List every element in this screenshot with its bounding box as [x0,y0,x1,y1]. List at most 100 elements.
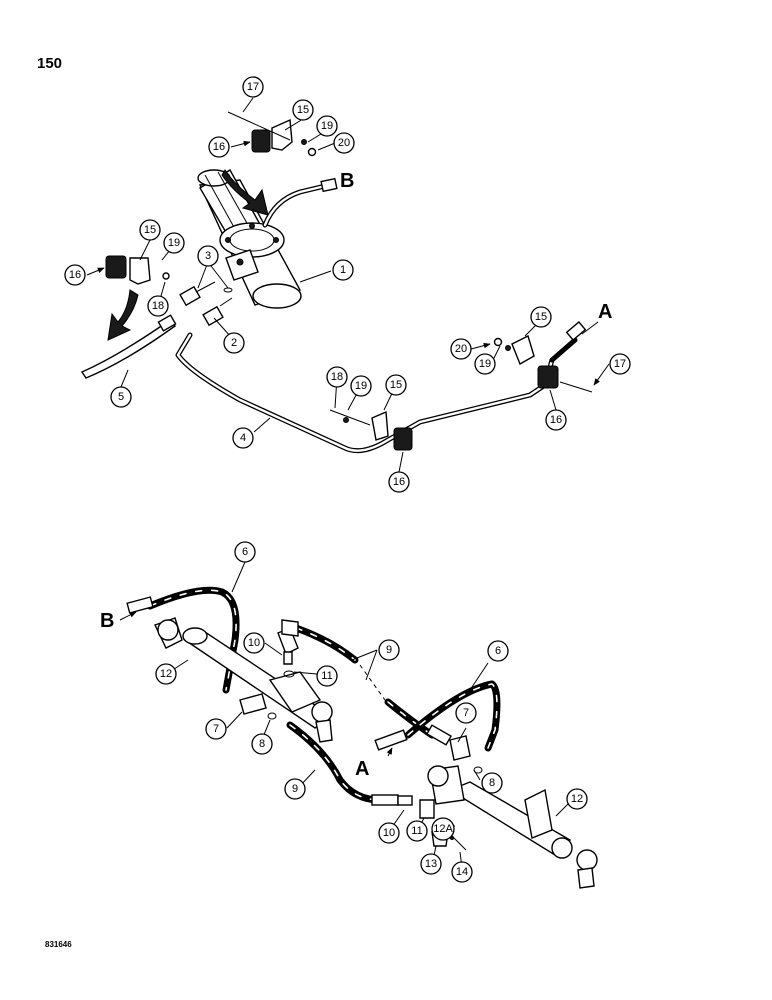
callout-18: 18 [147,295,169,317]
callout-9: 9 [284,778,306,800]
callout-6: 6 [234,541,256,563]
hose-6-right [374,680,501,752]
callout-number: 14 [456,866,468,878]
callout-number: 15 [297,104,309,116]
callout-3: 3 [197,245,219,267]
callout-number: 11 [411,825,422,837]
callout-number: 4 [240,432,246,444]
connection-label-b: B [340,170,354,192]
callout-number: 16 [69,269,81,281]
callout-number: 5 [118,391,124,403]
callout-19: 19 [163,232,185,254]
callout-number: 3 [205,250,211,262]
callout-number: 12 [160,668,172,680]
clamp-middle [329,409,413,451]
tube-4 [175,321,587,454]
steering-cylinder-right [419,735,598,889]
callout-16: 16 [208,136,230,158]
callout-number: 9 [292,783,298,795]
callout-number: 19 [321,120,333,132]
steering-cylinder-left [154,617,333,743]
callout-number: 2 [231,337,237,349]
callout-15: 15 [139,219,161,241]
callout-9: 9 [378,639,400,661]
clamp-right [493,335,593,393]
connection-letters: B A B A [100,170,612,780]
callout-number: 19 [479,358,491,370]
upper-leaders [86,97,610,473]
callout-number: 10 [383,827,395,839]
callout-12: 12 [566,788,588,810]
callout-18: 18 [326,366,348,388]
callout-number: 20 [338,137,350,149]
callout-number: 18 [152,300,164,312]
callout-20: 20 [333,132,355,154]
lower-leaders [119,561,573,869]
callout-number: 18 [331,371,343,383]
callout-19: 19 [350,375,372,397]
callout-13: 13 [420,853,442,875]
callout-number: 9 [386,644,392,656]
callout-17: 17 [609,353,631,375]
hose-6-left [126,586,240,694]
connection-label-a: A [355,758,369,780]
callout-12a: 12A [431,817,455,841]
callout-number: 6 [495,645,501,657]
tube-to-b [262,177,338,228]
callout-bubbles: 17 15 19 20 16 1 15 19 16 18 3 2 5 4 18 19 15 16 20 19 15 17 1… [64,76,631,883]
callout-number: 8 [259,738,265,750]
callout-17: 17 [242,76,264,98]
callout-number: 7 [213,723,219,735]
callout-10: 10 [378,822,400,844]
callout-20: 20 [450,338,472,360]
callout-number: 20 [455,343,467,355]
callout-15: 15 [530,306,552,328]
callout-10: 10 [243,632,265,654]
callout-16: 16 [545,409,567,431]
callout-number: 19 [168,237,180,249]
callout-number: 17 [614,358,626,370]
callout-1: 1 [332,259,354,281]
callout-11: 11 [316,665,338,687]
clamp-top [227,111,317,157]
callout-2: 2 [223,332,245,354]
callout-number: 15 [144,224,156,236]
callout-8: 8 [481,772,503,794]
fittings-2-3 [179,281,233,327]
callout-15: 15 [385,374,407,396]
callout-6: 6 [487,640,509,662]
callout-number: 12 [571,793,583,805]
hose-9-lower [286,721,413,806]
callout-5: 5 [110,386,132,408]
callout-7: 7 [205,718,227,740]
callout-number: 7 [463,707,469,719]
callout-number: 15 [390,379,402,391]
callout-number: 6 [242,546,248,558]
callout-8: 8 [251,733,273,755]
callout-number: 8 [489,777,495,789]
callout-11: 11 [406,820,428,842]
callout-12: 12 [155,663,177,685]
tube-5 [80,314,177,379]
callout-16: 16 [64,264,86,286]
callout-number: 17 [247,81,259,93]
callout-15: 15 [292,99,314,121]
callout-number: 11 [321,670,332,682]
callout-number: 19 [355,380,367,392]
callout-14: 14 [451,861,473,883]
callout-number: 10 [248,637,260,649]
hose-9-upper [281,619,452,746]
connection-label-a: A [598,301,612,323]
clamp-left [105,255,170,285]
callout-19: 19 [316,115,338,137]
callout-number: 13 [425,858,437,870]
callout-number: 16 [213,141,225,153]
steering-control-valve [197,169,302,309]
callout-4: 4 [232,427,254,449]
arrow-indicators [107,169,269,341]
callout-number: 12A [433,823,453,835]
callout-19: 19 [474,353,496,375]
figure-code: 831646 [45,940,72,949]
callout-number: 16 [393,476,405,488]
